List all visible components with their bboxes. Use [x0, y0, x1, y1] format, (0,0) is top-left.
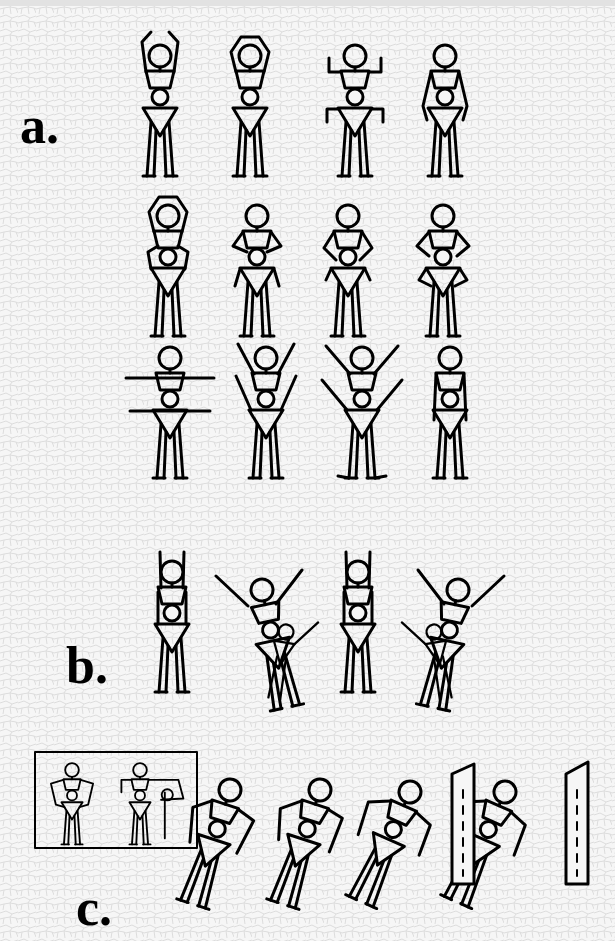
figure-pair	[231, 37, 269, 176]
inset-box	[35, 752, 197, 848]
figure-pair	[423, 45, 467, 176]
figure-pair	[236, 344, 296, 478]
figure-pair	[425, 768, 540, 915]
figure-pair	[417, 205, 469, 336]
top-band	[0, 0, 615, 6]
panel-letter: c.	[76, 882, 112, 934]
figure-pair	[121, 763, 183, 844]
post	[566, 762, 588, 884]
figure-pair	[164, 770, 263, 914]
post	[452, 764, 474, 884]
figure-pair	[155, 552, 189, 692]
panel-letter: b.	[66, 640, 108, 692]
figure-pair	[402, 570, 504, 711]
figure-pair	[322, 346, 402, 478]
figure-pair	[327, 45, 383, 176]
figure-pair	[233, 205, 281, 336]
figure-pair	[330, 768, 445, 915]
figure-pair	[324, 205, 372, 336]
figure-pair	[252, 770, 351, 914]
figure-pair	[51, 763, 93, 844]
figure-pair	[341, 552, 375, 692]
figure-pair	[216, 570, 318, 711]
panel-letter: a.	[20, 100, 59, 152]
figure-pair	[148, 197, 188, 336]
figure-pair	[142, 32, 178, 176]
figure-pair	[433, 347, 467, 478]
figure-pair	[126, 347, 214, 478]
